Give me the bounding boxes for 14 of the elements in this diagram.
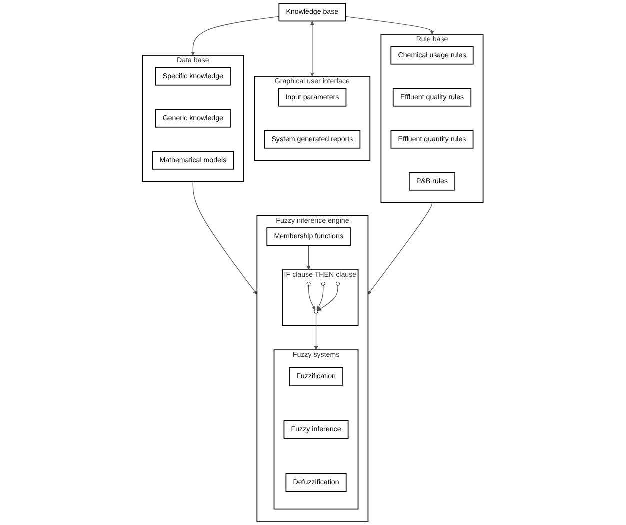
node-circle <box>321 282 326 286</box>
arrow <box>192 181 258 295</box>
node-circle <box>336 282 340 286</box>
node-circle <box>306 282 311 286</box>
arrow <box>368 202 433 295</box>
arrow <box>318 285 338 312</box>
node-circle <box>314 310 318 314</box>
arrow <box>316 285 324 310</box>
arrow <box>306 245 311 270</box>
arrow <box>191 16 280 56</box>
arrow <box>308 285 316 310</box>
arrow <box>310 21 314 77</box>
arrow <box>345 16 434 35</box>
arrow <box>314 313 318 350</box>
